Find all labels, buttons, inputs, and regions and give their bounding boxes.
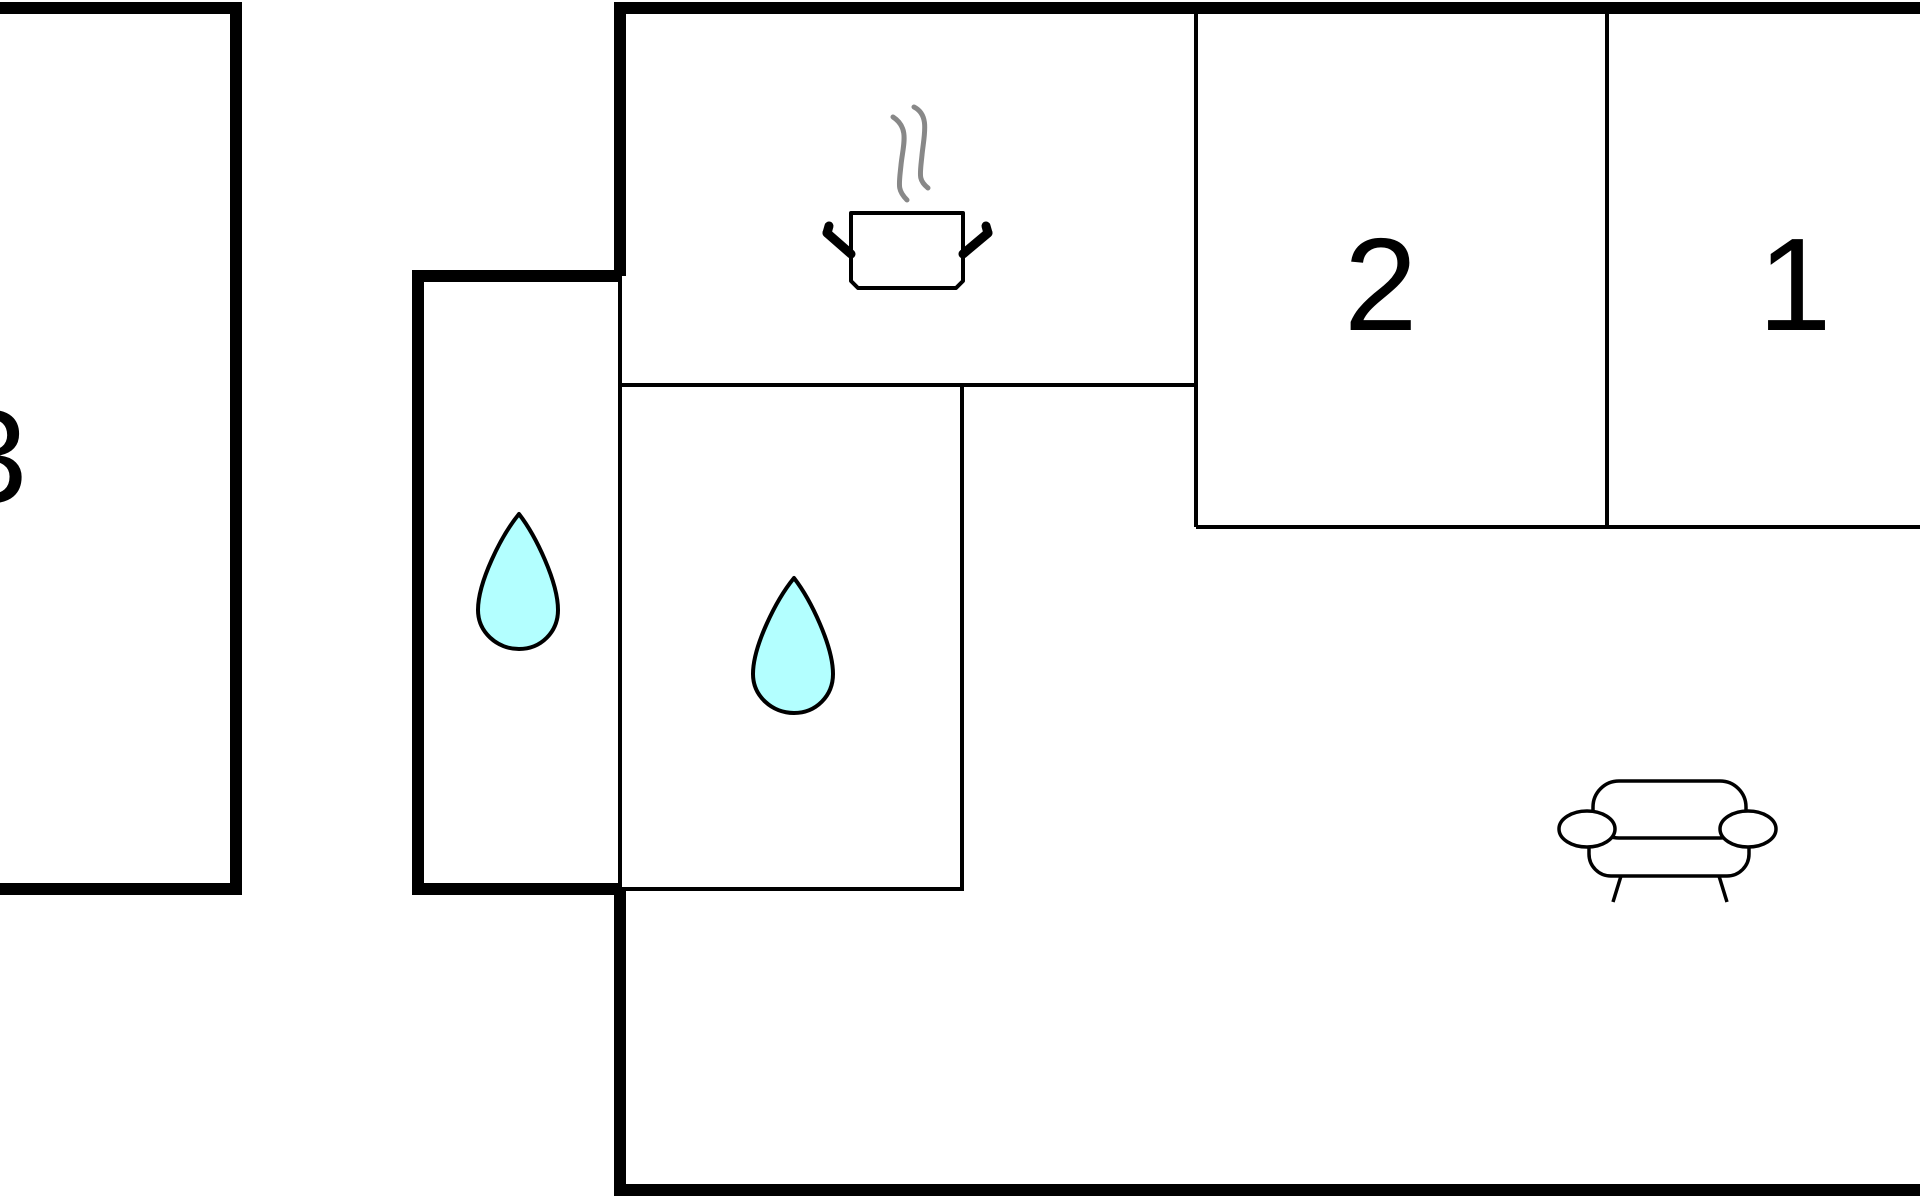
pot-handle-left <box>822 228 856 259</box>
pot-handle-right-tip <box>981 221 993 238</box>
sofa-armrest-left <box>1557 809 1617 849</box>
room-bedroom-2: 2 <box>1344 211 1417 358</box>
exterior-wall-main-bottom <box>614 889 1920 1196</box>
sofa-leg-right <box>1717 875 1729 903</box>
steam-line-right <box>911 104 931 191</box>
room-bathroom-large <box>751 576 835 715</box>
room-kitchen <box>822 104 993 290</box>
water-drop-icon <box>751 576 835 715</box>
cooking-pot-icon <box>822 104 993 290</box>
steam-line-left <box>890 114 910 203</box>
bedroom-1-number: 1 <box>1758 211 1831 358</box>
pot-handle-left-tip <box>822 221 834 238</box>
pot-body <box>849 211 965 290</box>
room-bedroom-1: 1 <box>1758 211 1831 358</box>
bathroom-small-walls <box>412 270 620 895</box>
interior-walls <box>618 14 1920 891</box>
room-bathroom-small <box>412 270 620 895</box>
sofa-armrest-right <box>1718 809 1778 849</box>
sofa-icon <box>1557 779 1778 903</box>
bedroom-3-number: 3 <box>0 383 27 530</box>
sofa-leg-left <box>1611 875 1623 903</box>
pot-handle-right <box>958 228 993 259</box>
room-bedroom-3: 3 <box>0 2 242 895</box>
bedroom-2-number: 2 <box>1344 211 1417 358</box>
room-living <box>1557 779 1778 903</box>
bedroom-3-walls <box>0 2 242 895</box>
water-drop-icon <box>476 512 560 651</box>
exterior-wall-main <box>614 2 1920 276</box>
wall-bathroom-large <box>620 385 964 891</box>
